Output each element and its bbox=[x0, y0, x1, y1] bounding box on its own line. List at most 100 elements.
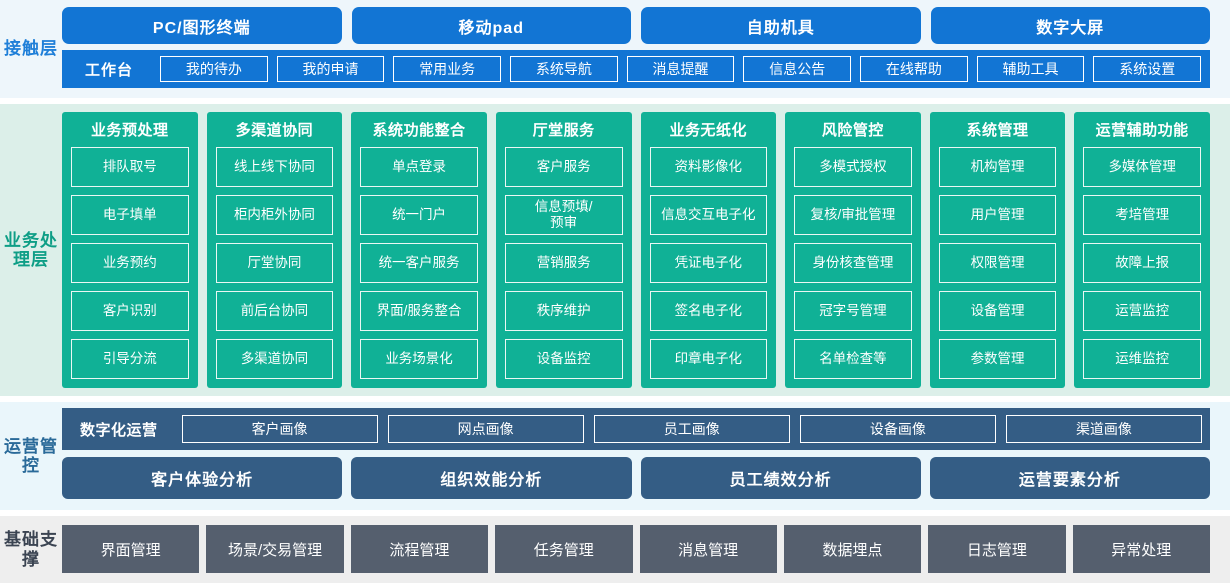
business-item[interactable]: 线上线下协同 bbox=[215, 147, 334, 187]
analysis-organization-efficiency[interactable]: 组织效能分析 bbox=[351, 457, 632, 499]
business-item[interactable]: 电子填单 bbox=[71, 195, 189, 235]
analysis-employee-performance[interactable]: 员工绩效分析 bbox=[640, 457, 921, 499]
workbench-item-auxiliary-tools-label: 辅助工具 bbox=[1002, 61, 1059, 77]
analysis-operation-elements[interactable]: 运营要素分析 bbox=[929, 457, 1210, 499]
workbench-item-message-reminder[interactable]: 消息提醒 bbox=[626, 56, 735, 82]
business-column: 运营辅助功能多媒体管理考培管理故障上报运营监控运维监控 bbox=[1074, 112, 1210, 388]
business-item[interactable]: 统一门户 bbox=[360, 195, 478, 235]
business-item[interactable]: 冠字号管理 bbox=[794, 291, 912, 331]
business-item[interactable]: 凭证电子化 bbox=[649, 243, 768, 283]
base-item-log-management-label: 日志管理 bbox=[966, 541, 1027, 559]
business-item[interactable]: 信息交互电子化 bbox=[649, 195, 768, 235]
business-item[interactable]: 业务场景化 bbox=[360, 339, 478, 379]
business-column-items: 单点登录统一门户统一客户服务界面/服务整合业务场景化 bbox=[360, 147, 478, 379]
business-item[interactable]: 机构管理 bbox=[938, 147, 1057, 187]
business-item[interactable]: 身份核查管理 bbox=[794, 243, 912, 283]
business-item[interactable]: 运维监控 bbox=[1083, 339, 1201, 379]
base-item-scene-transaction-management[interactable]: 场景/交易管理 bbox=[206, 525, 344, 573]
contact-layer-label: 接触层 bbox=[0, 0, 62, 98]
channel-chip-self-service-label: 自助机具 bbox=[746, 19, 815, 37]
business-column-title: 业务无纸化 bbox=[669, 122, 748, 139]
business-item[interactable]: 客户服务 bbox=[504, 147, 623, 187]
business-item[interactable]: 引导分流 bbox=[71, 339, 189, 379]
workbench-item-system-navigation[interactable]: 系统导航 bbox=[510, 56, 618, 82]
business-item[interactable]: 权限管理 bbox=[938, 243, 1057, 283]
business-column-title: 运营辅助功能 bbox=[1095, 122, 1189, 139]
base-item-exception-handling[interactable]: 异常处理 bbox=[1072, 525, 1210, 573]
base-item-data-tracking[interactable]: 数据埋点 bbox=[783, 525, 922, 573]
business-item[interactable]: 多渠道协同 bbox=[215, 339, 334, 379]
channel-chip-digital-screen[interactable]: 数字大屏 bbox=[930, 7, 1210, 44]
base-item-process-management-label: 流程管理 bbox=[389, 541, 450, 559]
base-support-layer-label-text: 基础支撑 bbox=[4, 530, 58, 569]
business-layer-label-text: 业务处理层 bbox=[4, 230, 58, 269]
business-item[interactable]: 参数管理 bbox=[938, 339, 1057, 379]
workbench-item-system-settings-label: 系统设置 bbox=[1119, 61, 1176, 77]
business-column: 系统功能整合单点登录统一门户统一客户服务界面/服务整合业务场景化 bbox=[351, 112, 487, 388]
base-item-message-management-label: 消息管理 bbox=[678, 541, 739, 559]
portrait-branch[interactable]: 网点画像 bbox=[387, 415, 584, 443]
business-column-title: 多渠道协同 bbox=[235, 122, 314, 139]
business-item[interactable]: 信息预填/ 预审 bbox=[504, 195, 623, 235]
base-item-process-management[interactable]: 流程管理 bbox=[350, 525, 489, 573]
workbench-item-common-business[interactable]: 常用业务 bbox=[393, 56, 502, 82]
business-column-items: 资料影像化信息交互电子化凭证电子化签名电子化印章电子化 bbox=[649, 147, 768, 379]
workbench-item-information-bulletin[interactable]: 信息公告 bbox=[743, 56, 852, 82]
business-item[interactable]: 用户管理 bbox=[938, 195, 1057, 235]
operations-layer-body: 数字化运营 客户画像 网点画像 员工画像 设备画像 渠道画像 bbox=[62, 402, 1230, 510]
workbench-item-system-settings[interactable]: 系统设置 bbox=[1093, 56, 1202, 82]
business-item[interactable]: 柜内柜外协同 bbox=[215, 195, 334, 235]
business-item[interactable]: 运营监控 bbox=[1083, 291, 1201, 331]
portrait-employee[interactable]: 员工画像 bbox=[593, 415, 790, 443]
business-column: 多渠道协同线上线下协同柜内柜外协同厅堂协同前后台协同多渠道协同 bbox=[206, 112, 343, 388]
business-item[interactable]: 名单检查等 bbox=[794, 339, 912, 379]
workbench-item-my-application-label: 我的申请 bbox=[302, 61, 359, 77]
business-layer-body: 业务预处理排队取号电子填单业务预约客户识别引导分流多渠道协同线上线下协同柜内柜外… bbox=[62, 104, 1230, 396]
business-item[interactable]: 前后台协同 bbox=[215, 291, 334, 331]
business-item[interactable]: 业务预约 bbox=[71, 243, 189, 283]
analysis-customer-experience[interactable]: 客户体验分析 bbox=[62, 457, 343, 499]
business-item[interactable]: 界面/服务整合 bbox=[360, 291, 478, 331]
channel-chip-mobile-pad[interactable]: 移动pad bbox=[351, 7, 631, 44]
analysis-organization-efficiency-label: 组织效能分析 bbox=[440, 472, 543, 489]
business-item[interactable]: 设备管理 bbox=[938, 291, 1057, 331]
business-item[interactable]: 多媒体管理 bbox=[1083, 147, 1201, 187]
business-column: 业务无纸化资料影像化信息交互电子化凭证电子化签名电子化印章电子化 bbox=[640, 112, 777, 388]
business-item[interactable]: 单点登录 bbox=[360, 147, 478, 187]
business-item[interactable]: 排队取号 bbox=[71, 147, 189, 187]
business-item[interactable]: 厅堂协同 bbox=[215, 243, 334, 283]
channel-chip-pc[interactable]: PC/图形终端 bbox=[62, 7, 342, 44]
base-item-exception-handling-label: 异常处理 bbox=[1111, 541, 1172, 559]
business-item[interactable]: 客户识别 bbox=[71, 291, 189, 331]
business-column: 系统管理机构管理用户管理权限管理设备管理参数管理 bbox=[929, 112, 1066, 388]
business-item[interactable]: 考培管理 bbox=[1083, 195, 1201, 235]
portrait-channel[interactable]: 渠道画像 bbox=[1005, 415, 1202, 443]
business-item[interactable]: 签名电子化 bbox=[649, 291, 768, 331]
business-column-items: 机构管理用户管理权限管理设备管理参数管理 bbox=[938, 147, 1057, 379]
workbench-item-my-application[interactable]: 我的申请 bbox=[276, 56, 385, 82]
base-item-task-management[interactable]: 任务管理 bbox=[495, 525, 633, 573]
portrait-branch-label: 网点画像 bbox=[457, 421, 514, 437]
base-item-interface-management[interactable]: 界面管理 bbox=[62, 525, 200, 573]
business-item[interactable]: 设备监控 bbox=[504, 339, 623, 379]
business-column-title: 系统管理 bbox=[966, 122, 1029, 139]
workbench-bar: 工作台 我的待办 我的申请 常用业务 系统导航 消息提醒 信息公告 bbox=[62, 50, 1210, 88]
channel-chip-self-service[interactable]: 自助机具 bbox=[641, 7, 921, 44]
operations-layer-label-text: 运营管控 bbox=[4, 436, 58, 475]
workbench-item-auxiliary-tools[interactable]: 辅助工具 bbox=[976, 56, 1085, 82]
business-item[interactable]: 统一客户服务 bbox=[360, 243, 478, 283]
business-item[interactable]: 秩序维护 bbox=[504, 291, 623, 331]
base-item-log-management[interactable]: 日志管理 bbox=[928, 525, 1066, 573]
portrait-device[interactable]: 设备画像 bbox=[799, 415, 996, 443]
business-item[interactable]: 营销服务 bbox=[504, 243, 623, 283]
workbench-item-my-todo[interactable]: 我的待办 bbox=[160, 56, 268, 82]
business-item[interactable]: 多模式授权 bbox=[794, 147, 912, 187]
business-item[interactable]: 复核/审批管理 bbox=[794, 195, 912, 235]
portrait-customer[interactable]: 客户画像 bbox=[181, 415, 378, 443]
base-item-message-management[interactable]: 消息管理 bbox=[639, 525, 777, 573]
business-item[interactable]: 故障上报 bbox=[1083, 243, 1201, 283]
workbench-item-online-help[interactable]: 在线帮助 bbox=[860, 56, 968, 82]
business-item[interactable]: 印章电子化 bbox=[649, 339, 768, 379]
business-item[interactable]: 资料影像化 bbox=[649, 147, 768, 187]
analysis-employee-performance-label: 员工绩效分析 bbox=[729, 472, 832, 489]
